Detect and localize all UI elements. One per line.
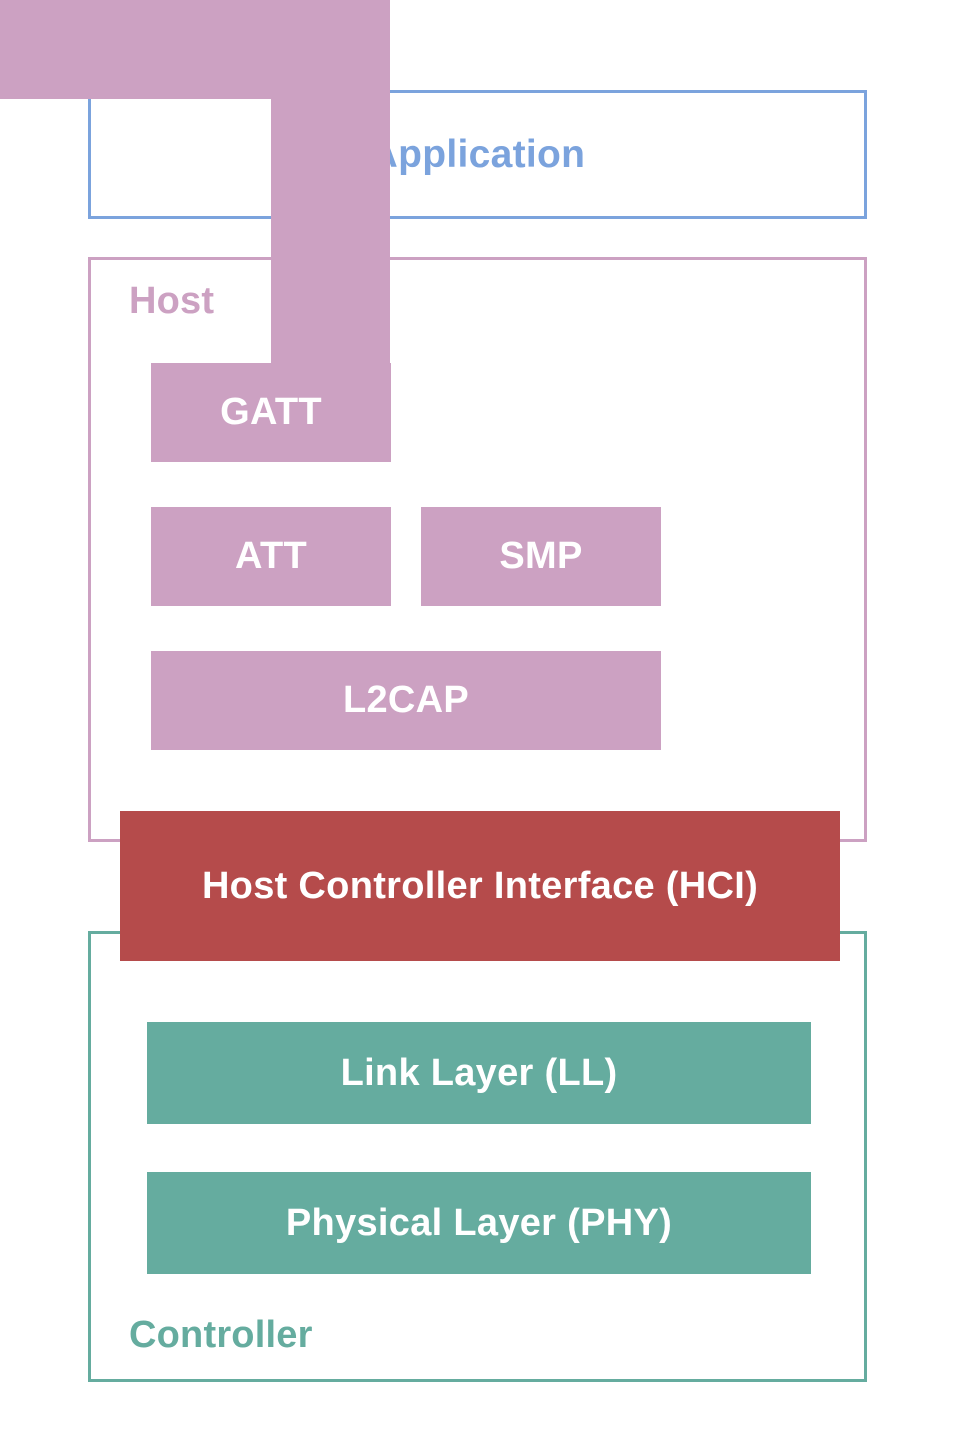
block-host-controller-interface: Host Controller Interface (HCI) — [120, 811, 840, 961]
block-gap-label: GAP — [0, 0, 390, 99]
application-label: Application — [369, 132, 586, 176]
controller-section-label: Controller — [129, 1314, 313, 1356]
block-physical-layer: Physical Layer (PHY) — [147, 1172, 811, 1274]
host-section-label: Host — [129, 280, 215, 322]
application-section: Application — [88, 90, 867, 219]
block-gatt: GATT — [151, 363, 391, 462]
block-link-layer: Link Layer (LL) — [147, 1022, 811, 1124]
block-smp: SMP — [421, 507, 661, 606]
block-l2cap: L2CAP — [151, 651, 661, 750]
block-att: ATT — [151, 507, 391, 606]
